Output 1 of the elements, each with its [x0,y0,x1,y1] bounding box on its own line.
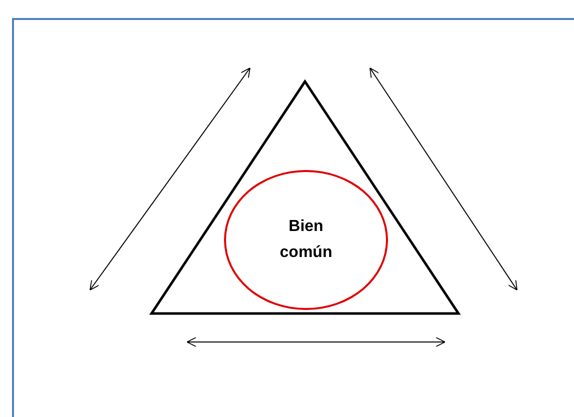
ellipse-node: Bien común [224,170,388,310]
